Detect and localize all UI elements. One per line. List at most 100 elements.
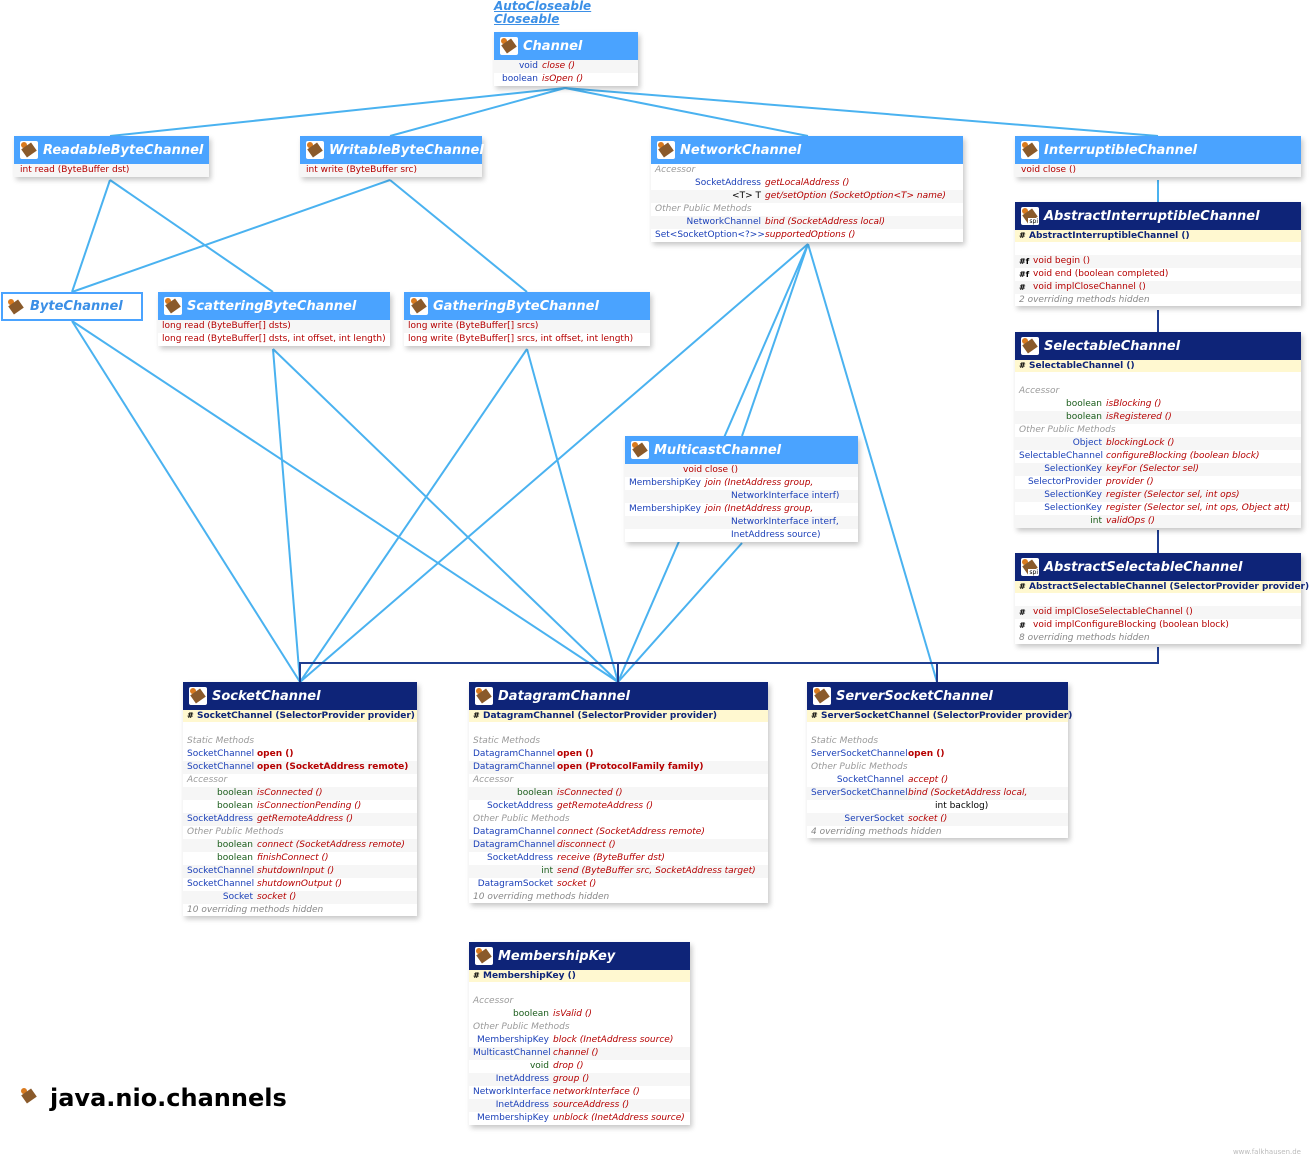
abstract-interruptible-title: AbstractInterruptibleChannel — [1044, 208, 1260, 224]
abstract-interruptible-box: spi AbstractInterruptibleChannel #Abstra… — [1015, 202, 1301, 306]
java-icon — [410, 297, 428, 315]
network-title: NetworkChannel — [680, 142, 802, 158]
selectable-header[interactable]: SelectableChannel — [1015, 332, 1301, 360]
writable-box: WritableByteChannel int write (ByteBuffe… — [300, 136, 484, 177]
serversocket-header[interactable]: ServerSocketChannel — [807, 682, 1068, 710]
package-name: java.nio.channels — [50, 1084, 287, 1112]
scattering-header[interactable]: ScatteringByteChannel — [158, 292, 390, 320]
constructor-row: #DatagramChannel (SelectorProvider provi… — [469, 710, 768, 722]
java-icon — [657, 141, 675, 159]
socket-header[interactable]: SocketChannel — [183, 682, 417, 710]
java-icon — [500, 37, 518, 55]
section-label: Other Public Methods — [811, 762, 908, 772]
java-icon — [813, 687, 831, 705]
bytechannel-box[interactable]: ByteChannel — [1, 292, 143, 321]
writable-header[interactable]: WritableByteChannel — [300, 136, 484, 164]
java-icon — [306, 141, 324, 159]
constructor-row: #SocketChannel (SelectorProvider provide… — [183, 710, 417, 722]
membership-box: MembershipKey #MembershipKey () Accessor… — [469, 942, 690, 1125]
method-row: int read (ByteBuffer dst) — [14, 164, 209, 177]
multicast-header[interactable]: MulticastChannel — [625, 436, 858, 464]
datagram-title: DatagramChannel — [498, 688, 630, 704]
readable-box: ReadableByteChannel int read (ByteBuffer… — [14, 136, 209, 177]
datagram-header[interactable]: DatagramChannel — [469, 682, 768, 710]
method-row: #void implCloseSelectableChannel () — [1015, 606, 1301, 619]
java-icon — [164, 297, 182, 315]
membership-header[interactable]: MembershipKey — [469, 942, 690, 970]
bytechannel-title: ByteChannel — [30, 299, 123, 314]
constructor-row: #MembershipKey () — [469, 970, 690, 982]
readable-header[interactable]: ReadableByteChannel — [14, 136, 209, 164]
network-header[interactable]: NetworkChannel — [651, 136, 963, 164]
channel-title: Channel — [523, 38, 583, 54]
section-label: Other Public Methods — [473, 1022, 570, 1032]
method-row: Set<SocketOption<?>>supportedOptions () — [655, 230, 856, 240]
interruptible-header[interactable]: InterruptibleChannel — [1015, 136, 1301, 164]
hidden-methods-note: 2 overriding methods hidden — [1019, 295, 1150, 305]
gathering-title: GatheringByteChannel — [433, 298, 599, 314]
method-row: NetworkInterface interf, — [625, 516, 858, 529]
watermark[interactable]: www.falkhausen.de — [1232, 1148, 1301, 1156]
hidden-methods-note: 8 overriding methods hidden — [1019, 633, 1150, 643]
abstract-interruptible-header[interactable]: spi AbstractInterruptibleChannel — [1015, 202, 1301, 230]
autocloseable-link[interactable]: AutoCloseable — [494, 0, 592, 13]
supertypes-label[interactable]: AutoCloseable Closeable — [494, 0, 591, 26]
java-icon — [20, 141, 38, 159]
java-icon: spi — [1021, 207, 1039, 225]
java-icon — [475, 947, 493, 965]
closeable-link[interactable]: Closeable — [494, 12, 560, 26]
constructor-row: #AbstractInterruptibleChannel () — [1015, 230, 1301, 242]
abstract-selectable-box: spi AbstractSelectableChannel #AbstractS… — [1015, 553, 1309, 644]
java-icon — [7, 297, 25, 316]
constructor-row: #AbstractSelectableChannel (SelectorProv… — [1015, 581, 1309, 593]
java-icon: spi — [1021, 558, 1039, 576]
java-icon — [1021, 337, 1039, 355]
channel-header[interactable]: Channel — [494, 32, 638, 60]
method-row: long read (ByteBuffer[] dsts, int offset… — [162, 334, 386, 344]
section-label: Accessor — [187, 775, 228, 785]
java-icon — [1021, 141, 1039, 159]
method-row: #void implCloseChannel () — [1015, 281, 1301, 294]
method-row: int write (ByteBuffer src) — [300, 164, 482, 177]
section-label: Other Public Methods — [187, 827, 284, 837]
gathering-header[interactable]: GatheringByteChannel — [404, 292, 650, 320]
hidden-methods-note: 10 overriding methods hidden — [473, 892, 610, 902]
java-icon — [631, 441, 649, 459]
method-row: void close () — [625, 464, 858, 477]
section-label: Static Methods — [187, 736, 255, 746]
java-icon — [20, 1087, 42, 1109]
java-icon — [475, 687, 493, 705]
socket-title: SocketChannel — [212, 688, 321, 704]
interruptible-title: InterruptibleChannel — [1044, 142, 1198, 158]
abstract-selectable-header[interactable]: spi AbstractSelectableChannel — [1015, 553, 1301, 581]
multicast-title: MulticastChannel — [654, 442, 782, 458]
